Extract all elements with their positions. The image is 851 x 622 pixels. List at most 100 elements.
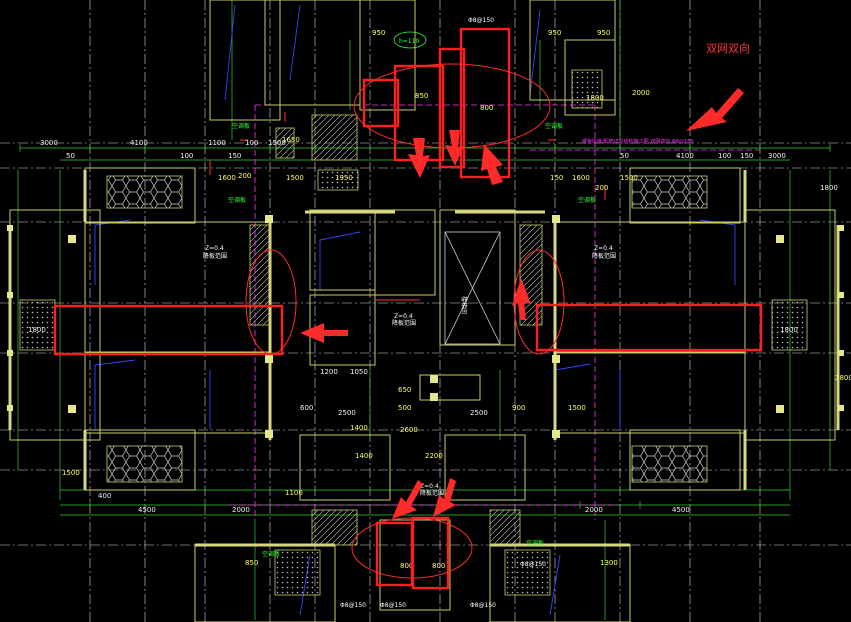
dim-an: 800: [400, 562, 413, 570]
dim-top-6: 150: [228, 152, 241, 160]
dim-l: 950: [548, 29, 561, 37]
dim-top-1: 3000: [40, 139, 58, 147]
arrow-3: [481, 144, 503, 185]
dim-top-12: 150: [740, 152, 753, 160]
magenta-note: 楼板厚度/配筋详见结构施工图 双网双向 Φ8@150: [582, 138, 694, 145]
dim-d: 150: [550, 174, 563, 182]
arrow-1: [408, 138, 430, 178]
dimension-text: 3000 50 4100 100 1100 150 100 1500 50 41…: [28, 29, 851, 570]
dim-h: 1650: [282, 136, 300, 144]
label-ac-6: 空调板: [526, 539, 544, 547]
shaft-opening: [444, 231, 501, 345]
dim-i: 1800: [586, 94, 604, 102]
highlight-box-1: [362, 78, 400, 128]
rebar-5: Φ8@150: [520, 561, 546, 568]
dim-e: 1600: [572, 174, 590, 182]
dim-z: 1800: [780, 326, 798, 334]
dim-aj: 400: [98, 492, 111, 500]
label-ac-5: 空调板: [262, 550, 280, 558]
slab-3: Z=0.4: [394, 313, 413, 320]
rebar-4: Φ8@150: [470, 602, 496, 609]
label-drop-2: 降板范围: [592, 252, 616, 260]
columns: [7, 215, 844, 438]
dim-k: 950: [372, 29, 385, 37]
rebar-2: Φ8@150: [340, 602, 366, 609]
label-drop-4: 降板范围: [420, 489, 444, 497]
arrow-4: [300, 323, 348, 343]
dim-ah: 2000: [585, 506, 603, 514]
dim-top-8: 1500: [268, 139, 286, 147]
dim-r: 1950: [335, 174, 353, 182]
arrow-5: [512, 278, 531, 320]
dim-top-2: 50: [66, 152, 75, 160]
dim-am: 1500: [568, 404, 586, 412]
arrow-note: [686, 88, 744, 131]
dim-y: 1800: [28, 326, 46, 334]
ac-platforms: [19, 69, 808, 596]
slab-2: Z=0.4: [594, 245, 613, 252]
dim-ac: 1100: [285, 489, 303, 497]
label-ac-1: 空调板: [232, 122, 250, 130]
label-drop-3: 降板范围: [392, 319, 416, 327]
label-ac-2: 空调板: [545, 122, 563, 130]
dim-b: 1600: [218, 174, 236, 182]
label-ac-3: 空调板: [228, 196, 246, 204]
dim-f: 1500: [620, 174, 638, 182]
dim-top-10: 4100: [676, 152, 694, 160]
dim-ad: 1400: [355, 452, 373, 460]
arrows: [300, 88, 744, 519]
slab-4: Z=0.4: [420, 483, 439, 490]
dim-ae: 2200: [425, 452, 443, 460]
label-stair: 楼梯间: [460, 296, 468, 314]
dim-c: 1500: [286, 174, 304, 182]
dim-ai: 4500: [672, 506, 690, 514]
dim-n: 850: [415, 92, 428, 100]
dim-g: 200: [595, 184, 608, 192]
dim-af: 4500: [138, 506, 156, 514]
dim-top-11: 100: [718, 152, 731, 160]
label-ac-4: 空调板: [578, 196, 596, 204]
dim-v: 1050: [350, 368, 368, 376]
dim-top-3: 4100: [130, 139, 148, 147]
highlight-box-4: [459, 27, 511, 179]
thickness-tag: h=110: [393, 31, 427, 49]
dim-al: 3800: [835, 374, 851, 382]
dim-w: 650: [398, 386, 411, 394]
dim-top-13: 3000: [768, 152, 786, 160]
highlight-box-5: [53, 304, 284, 356]
highlight-box-6: [535, 303, 763, 352]
dim-aa: 900: [512, 404, 525, 412]
dim-a: 200: [238, 172, 251, 180]
dim-top-4: 100: [180, 152, 193, 160]
arrow-2: [445, 130, 464, 166]
highlight-ellipses: [245, 63, 565, 579]
dim-ak: 1500: [62, 469, 80, 477]
dim-q: 2600: [400, 426, 418, 434]
highlight-box-8: [411, 516, 450, 590]
dim-top-7: 100: [245, 139, 258, 147]
dimension-ticks: [19, 144, 831, 509]
dim-ar: 1300: [600, 559, 618, 567]
dim-o: 800: [480, 104, 493, 112]
dim-top-9: 50: [620, 152, 629, 160]
label-drop-1: 降板范围: [203, 252, 227, 260]
rebar-3: Φ8@150: [380, 602, 406, 609]
highlight-boxes: [53, 27, 763, 590]
dim-aq: 850: [245, 559, 258, 567]
slab-1: Z=0.4: [205, 245, 224, 252]
dim-j: 2000: [632, 89, 650, 97]
dim-t: 2500: [470, 409, 488, 417]
arrow-6: [392, 480, 423, 519]
arrow-7: [433, 478, 456, 517]
room-labels: 空调板 空调板 空调板 空调板 空调板 空调板 楼梯间 降板范围 降板范围 降板…: [203, 17, 694, 609]
dim-p: 1400: [350, 424, 368, 432]
dim-s: 2500: [338, 409, 356, 417]
dim-ab: 600: [300, 404, 313, 412]
annotation-note: 双网双向: [706, 41, 750, 55]
dim-x: 500: [398, 404, 411, 412]
red-markers: [209, 112, 606, 301]
dim-ap: 1800: [820, 184, 838, 192]
highlight-box-3: [438, 47, 466, 169]
highlight-box-7: [375, 521, 414, 587]
